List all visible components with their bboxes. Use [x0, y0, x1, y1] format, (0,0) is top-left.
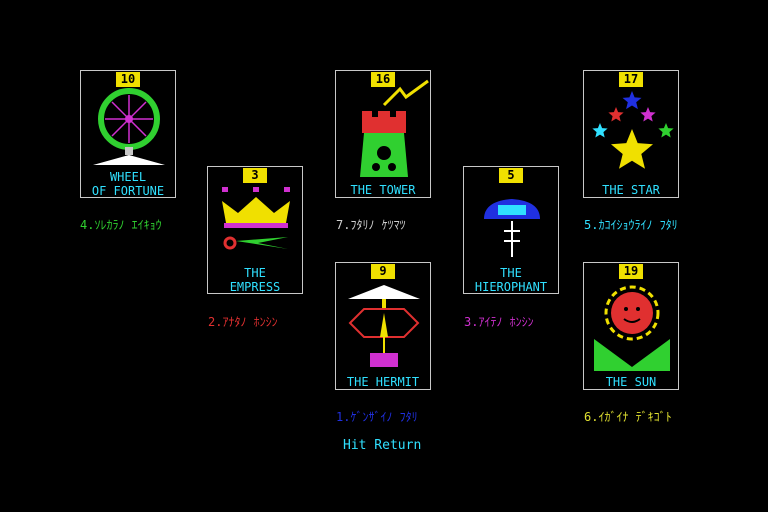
card-the-hierophant: 5 THE HIEROPHANT [463, 166, 559, 294]
card-caption: 1.ｹﾞﾝｻﾞｲﾉ ﾌﾀﾘ [336, 410, 418, 424]
card-the-hermit: 9 THE HERMIT [335, 262, 431, 390]
crown-icon [222, 187, 290, 250]
card-the-tower: 16 THE TOWER [335, 70, 431, 198]
staff-icon [484, 199, 540, 257]
card-caption: 4.ｿﾚｶﾗﾉ ｴｲｷｮｳ [80, 218, 162, 232]
star-icon [592, 91, 674, 169]
card-title: THE EMPRESS [229, 266, 281, 294]
card-caption: 6.ｲｶﾞｲﾅ ﾃﾞｷｺﾞﾄ [584, 410, 672, 424]
card-caption: 5.ｶｺｲｼｮｳﾗｲﾉ ﾌﾀﾘ [584, 218, 678, 232]
card-number: 9 [371, 264, 395, 279]
lantern-icon [348, 285, 420, 367]
card-title: WHEEL OF FORTUNE [91, 170, 165, 198]
card-caption: 3.ｱｲﾃﾉ ﾎﾝｼﾝ [464, 315, 534, 329]
card-title: THE TOWER [350, 183, 416, 197]
card-number: 17 [619, 72, 643, 87]
card-number: 10 [116, 72, 140, 87]
card-the-empress: 3 THE EMPRESS [207, 166, 303, 294]
hit-return-prompt[interactable]: Hit Return [343, 438, 422, 453]
card-caption: 7.ﾌﾀﾘﾉ ｹﾂﾏﾂ [336, 218, 406, 232]
tower-icon [360, 79, 429, 177]
card-title: THE HIEROPHANT [474, 266, 548, 294]
card-number: 19 [619, 264, 643, 279]
card-number: 3 [243, 168, 267, 183]
card-caption: 2.ｱﾅﾀﾉ ﾎﾝｼﾝ [208, 315, 278, 329]
wheel-icon [93, 88, 165, 165]
card-title: THE SUN [605, 375, 657, 389]
card-number: 5 [499, 168, 523, 183]
sun-icon [594, 285, 670, 371]
card-number: 16 [371, 72, 395, 87]
card-title: THE STAR [602, 183, 660, 197]
card-the-sun: 19 THE SUN [583, 262, 679, 390]
card-wheel-of-fortune: 10 WHEEL OF FORTUNE [80, 70, 176, 198]
card-title: THE HERMIT [346, 375, 420, 389]
card-the-star: 17 THE STAR [583, 70, 679, 198]
